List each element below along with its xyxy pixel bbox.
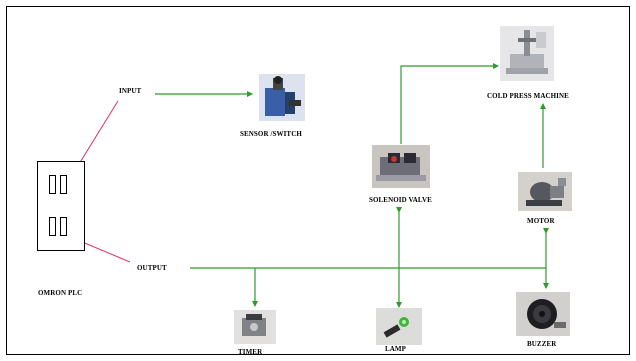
plc-slot (60, 217, 67, 236)
cold-press-machine-photo (500, 26, 554, 81)
lamp-label: LAMP (385, 345, 407, 353)
motor-label: MOTOR (527, 217, 555, 225)
solenoid-valve-photo (372, 145, 430, 188)
buzzer-label: BUZZER (527, 340, 557, 348)
timer-label: TIMER (238, 348, 263, 356)
omron-plc-label: OMRON PLC (38, 289, 83, 297)
solenoid-to-press-arrow (400, 63, 499, 144)
omron-plc-block (37, 161, 85, 251)
output-label: OUTPUT (137, 264, 167, 272)
input-label: INPUT (119, 87, 142, 95)
cold-press-machine-label: COLD PRESS MACHINE (487, 92, 569, 100)
diagram-frame (6, 6, 630, 355)
timer-photo (234, 310, 276, 344)
plc-slot (60, 175, 67, 194)
plc-slot (49, 175, 56, 194)
plc-slot (49, 217, 56, 236)
buzzer-photo (516, 292, 570, 336)
sensor-switch-photo (259, 74, 305, 121)
solenoid-valve-label: SOLENOID VALVE (369, 196, 432, 204)
sensor-switch-label: SENSOR /SWITCH (240, 130, 302, 138)
lamp-photo (376, 308, 422, 345)
motor-photo (518, 172, 572, 211)
